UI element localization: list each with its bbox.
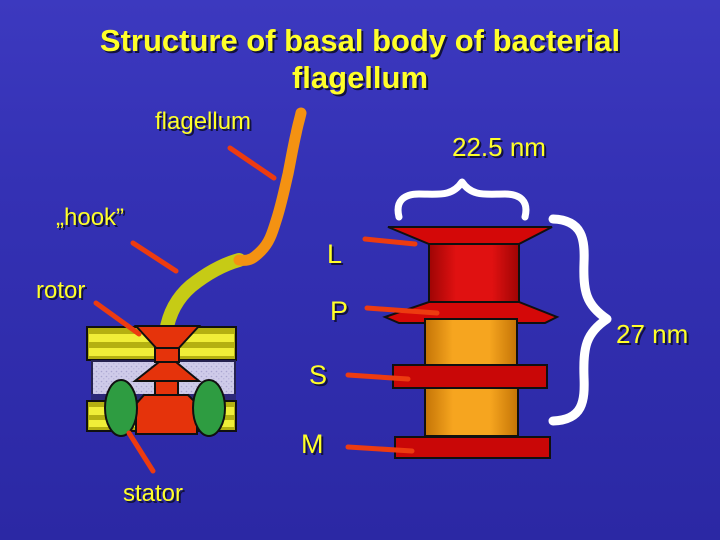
right-brace xyxy=(548,214,612,426)
callout-lines xyxy=(93,145,440,474)
top-brace xyxy=(394,178,530,221)
label-p-ring: P xyxy=(330,296,349,326)
rod-upper xyxy=(424,318,518,366)
s-ring-callout-line xyxy=(345,372,411,382)
label-flagellum: flagellum xyxy=(155,108,252,135)
measurement-top-width: 22.5 nm xyxy=(452,132,546,162)
label-hook: „hook” xyxy=(56,204,125,231)
rod-lower xyxy=(424,387,519,437)
p-ring-callout-line xyxy=(364,305,440,316)
label-rotor: rotor xyxy=(36,277,86,304)
l-ring-callout-line xyxy=(362,236,418,247)
m-ring xyxy=(394,436,551,459)
rotor-callout-line xyxy=(93,300,142,337)
measurement-side-height: 27 nm xyxy=(616,319,689,349)
stator-left xyxy=(104,379,138,437)
lp-rod xyxy=(428,243,520,303)
stator-callout-line xyxy=(126,430,156,474)
flagellum-curve xyxy=(233,107,307,266)
rotor-stator-diagram xyxy=(86,325,237,437)
stator-right xyxy=(192,379,226,437)
basal-body-diagram xyxy=(382,226,560,459)
m-ring-callout-line xyxy=(345,444,415,454)
label-m-ring: M xyxy=(301,429,324,459)
label-s-ring: S xyxy=(309,360,328,390)
s-ring xyxy=(392,364,548,389)
flagellum-callout-line xyxy=(227,145,277,181)
hook-curve xyxy=(159,253,246,339)
hook-callout-line xyxy=(130,240,179,274)
label-stator: stator xyxy=(123,480,184,507)
rotor-shape xyxy=(132,325,202,435)
page-title: Structure of basal body of bacterial fla… xyxy=(99,23,621,96)
p-ring xyxy=(382,301,560,324)
label-l-ring: L xyxy=(327,239,343,269)
